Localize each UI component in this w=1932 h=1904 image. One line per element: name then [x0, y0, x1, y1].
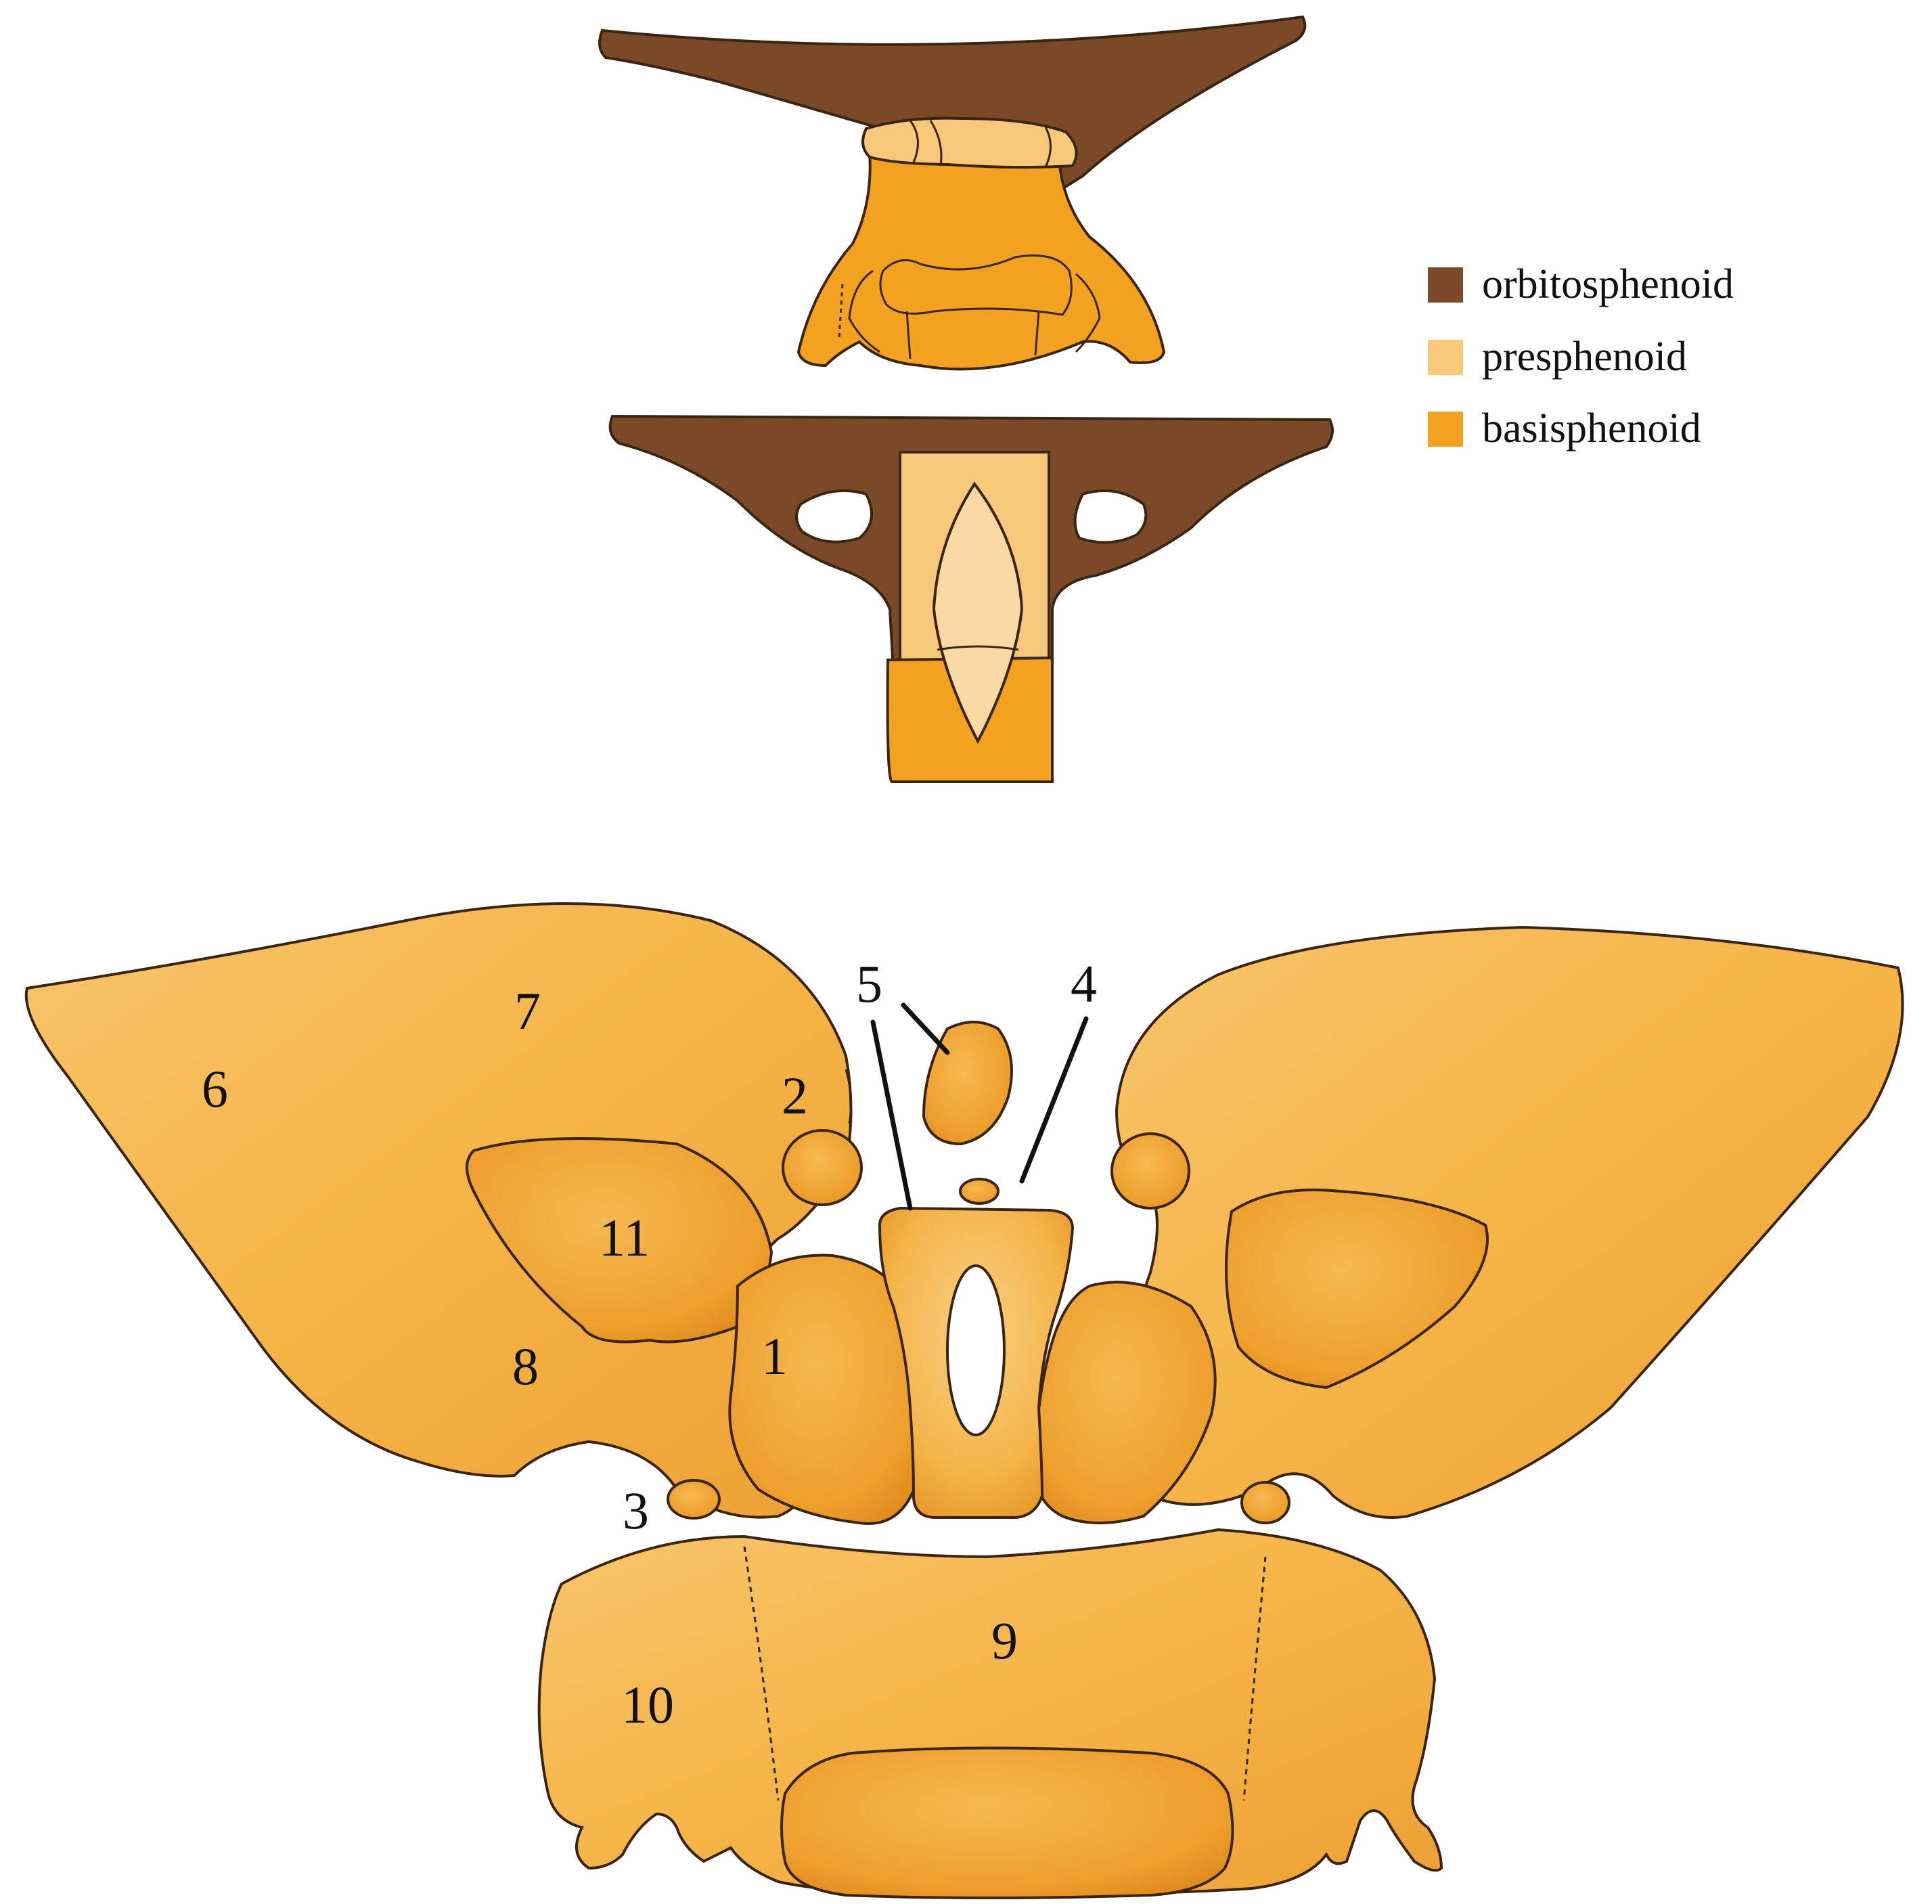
legend: orbitosphenoid presphenoid basisphenoid: [1428, 261, 1734, 451]
label-1: 1: [761, 1327, 788, 1386]
leader-5-to-central: [870, 1019, 913, 1211]
left-dashed-suture: [743, 1546, 780, 1801]
label-9: 9: [991, 1611, 1018, 1670]
top-orbitosphenoid: [598, 15, 1307, 195]
label-8: 8: [512, 1337, 539, 1396]
left-ossicle-3: [667, 1479, 721, 1520]
legend-label-basisphenoid: basisphenoid: [1482, 405, 1701, 451]
label-11: 11: [599, 1208, 650, 1267]
top-sphenoid-view: [598, 15, 1307, 371]
right-body-lobe: [1033, 1281, 1217, 1524]
middle-left-foramen: [795, 489, 873, 544]
legend-swatch-basisphenoid: [1428, 412, 1463, 447]
legend-label-orbitosphenoid: orbitosphenoid: [1482, 261, 1734, 307]
middle-right-foramen: [1073, 489, 1148, 544]
middle-lens-seam: [937, 645, 1019, 651]
right-ossicle-3: [1240, 1481, 1290, 1524]
top-right-process: [1075, 273, 1101, 353]
legend-label-presphenoid: presphenoid: [1482, 334, 1687, 380]
label-5: 5: [856, 954, 882, 1013]
label-2: 2: [782, 1066, 808, 1125]
top-left-hatch: [838, 284, 844, 339]
top-right-notch: [1034, 311, 1040, 356]
label-3: 3: [623, 1481, 649, 1540]
top-left-notch: [905, 311, 912, 359]
label-10: 10: [621, 1675, 674, 1734]
left-ossicle-2: [782, 1129, 863, 1206]
leader-5-to-ossicle: [901, 1002, 950, 1055]
middle-sphenoid-view: [608, 414, 1334, 783]
right-wing-opening: [1225, 1189, 1489, 1390]
legend-swatch-orbitosphenoid: [1428, 267, 1463, 303]
label-6: 6: [202, 1059, 228, 1118]
right-ossicle-2: [1110, 1132, 1190, 1210]
middle-central-lens: [932, 481, 1024, 745]
central-foramen: [946, 1264, 1006, 1436]
legend-swatch-presphenoid: [1428, 340, 1463, 375]
bottom-sphenoid-components: 1 2 3 4 5 6 7 8 9 10 11: [24, 902, 1904, 1899]
left-wing-edge-detail: [845, 1069, 853, 1124]
label-7: 7: [514, 981, 541, 1040]
top-left-process: [848, 269, 880, 353]
top-cap-seam-1: [909, 120, 919, 163]
right-dashed-suture: [1242, 1556, 1267, 1801]
left-body-lobe-1: [728, 1254, 924, 1525]
leader-4-to-ossicle: [1019, 1016, 1089, 1184]
basisphenoid-lower-pad: [780, 1746, 1234, 1899]
top-cap-seam-3: [1044, 127, 1052, 168]
top-basisphenoid-body: [796, 150, 1166, 371]
left-wing-opening-11: [466, 1137, 773, 1344]
top-cap-seam-2: [929, 120, 943, 167]
label-4: 4: [1071, 954, 1097, 1013]
top-dorsum-ridge: [879, 254, 1073, 316]
ossicle-4: [959, 1178, 999, 1205]
top-presphenoid-cap: [861, 116, 1078, 169]
